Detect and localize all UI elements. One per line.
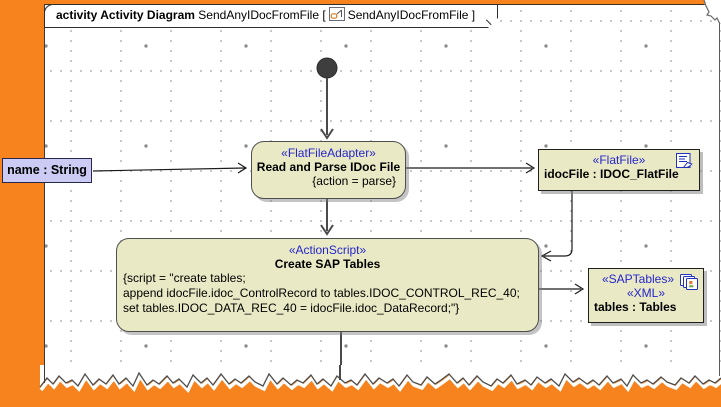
stereotype-label: «ActionScript» [288, 243, 367, 257]
object-name: idocFile : IDOC_FlatFile [544, 167, 679, 181]
action-node-read-parse[interactable]: «FlatFileAdapter» Read and Parse IDoc Fi… [251, 141, 406, 199]
control-flow-read-to-create[interactable] [320, 199, 334, 236]
frame-ref-name: SendAnyIDocFromFile [347, 8, 469, 22]
action-node-create-tables[interactable]: «ActionScript» Create SAP Tables {script… [116, 238, 539, 332]
initial-node[interactable] [316, 57, 338, 79]
frame-bracket-open: [ [322, 8, 326, 22]
script-line: set tables.IDOC_DATA_REC_40 = idocFile.i… [123, 301, 460, 315]
action-name: Read and Parse IDoc File [256, 160, 401, 174]
object-node-idocfile[interactable]: «FlatFile» idocFile : IDOC_FlatFile [538, 149, 700, 191]
script-line: {script = "create tables; [123, 271, 246, 285]
object-flow-idocfile-to-create[interactable] [540, 191, 573, 262]
diagram-edges [92, 57, 585, 366]
object-node-tables[interactable]: «SAPTables» «XML» tables : Tables [588, 268, 704, 323]
frame-kind-label: activity Activity Diagram [56, 8, 195, 22]
edge-name-param[interactable] [92, 162, 248, 174]
frame-right-border [719, 22, 720, 365]
script-line: append idocFile.idoc_ControlRecord to ta… [123, 286, 520, 300]
activity-parameter-name[interactable]: name : String [2, 158, 92, 183]
stereotype-label: «FlatFileAdapter» [281, 146, 376, 160]
frame-header[interactable]: activity Activity Diagram SendAnyIDocFro… [44, 4, 498, 28]
activity-diagram-icon [329, 7, 345, 21]
action-constraint: {action = parse} [312, 174, 396, 188]
frame-bracket-close: ] [471, 8, 476, 22]
copies-icon [680, 274, 698, 290]
torn-edge-corner [703, 0, 721, 25]
control-flow-initial-to-read[interactable] [320, 78, 334, 140]
action-name: Create SAP Tables [274, 257, 381, 271]
stereotype-label: «XML» [626, 286, 666, 300]
torn-edge-bottom [39, 365, 721, 393]
stereotype-label: «FlatFile» [592, 153, 646, 167]
frame-diagram-name: SendAnyIDocFromFile [198, 8, 320, 22]
object-flow-create-to-tables[interactable] [539, 283, 585, 295]
object-name: tables : Tables [594, 300, 677, 314]
diagram-canvas[interactable]: activity Activity Diagram SendAnyIDocFro… [44, 4, 721, 366]
document-icon [676, 153, 693, 169]
stereotype-label: «SAPTables» [601, 272, 675, 286]
object-flow-to-idocfile[interactable] [406, 162, 536, 174]
